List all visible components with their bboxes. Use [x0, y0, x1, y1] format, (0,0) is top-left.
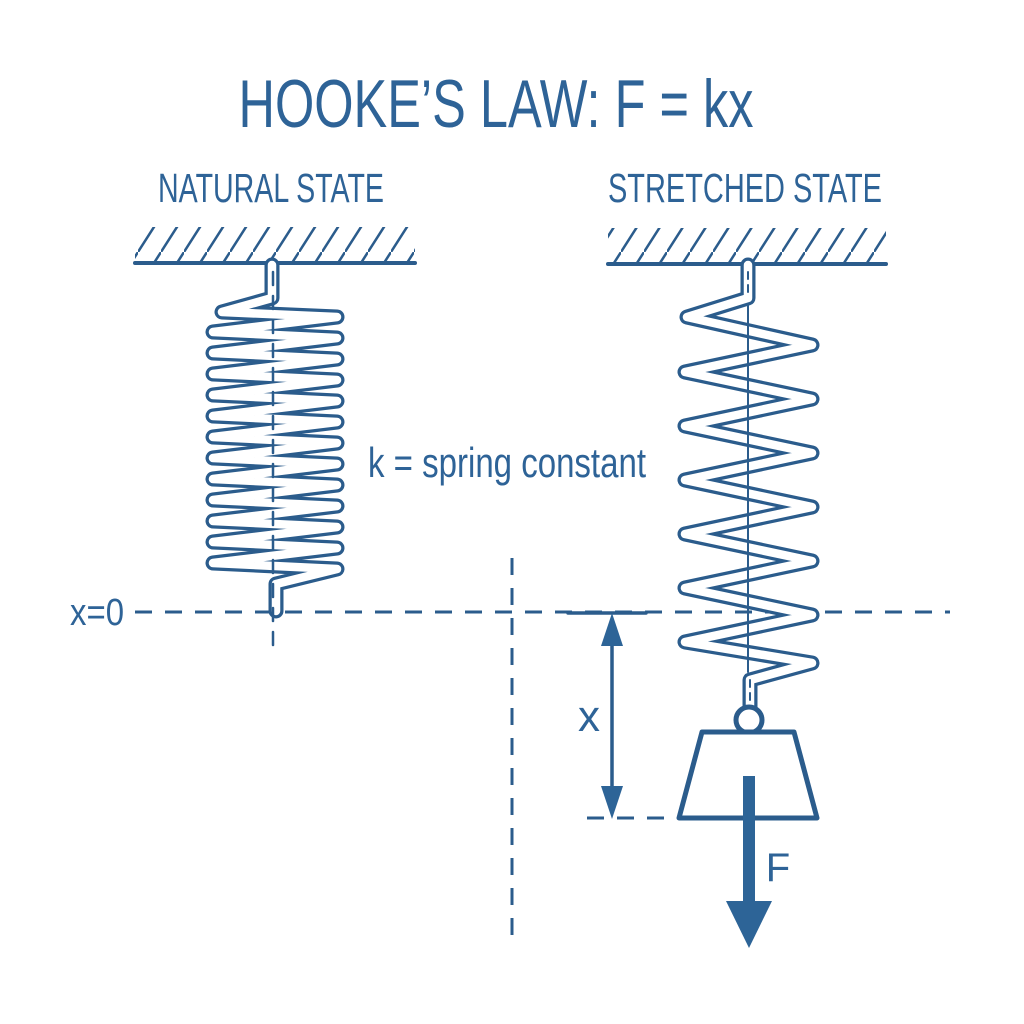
force-label: F	[766, 846, 790, 890]
spring-constant-label: k = spring constant	[368, 439, 646, 486]
hook-ring	[733, 704, 765, 736]
displacement-label: x	[578, 692, 600, 741]
weight-mass	[676, 729, 820, 821]
diagram-title: HOOKE’S LAW: F = kx	[239, 66, 754, 142]
ceiling-left	[133, 227, 417, 265]
spring-natural	[213, 265, 337, 658]
ceiling-left-hatch	[135, 227, 415, 263]
displacement-arrow-head-bottom	[601, 786, 623, 819]
spring-stretched	[685, 265, 812, 707]
stretched-state-label: STRETCHED STATE	[608, 165, 882, 211]
displacement-arrow	[601, 613, 623, 819]
force-arrow-head	[726, 901, 772, 948]
natural-state-label: NATURAL STATE	[158, 165, 384, 211]
displacement-arrow-head-top	[601, 613, 623, 646]
equilibrium-label: x=0	[70, 592, 124, 634]
force-arrow	[726, 776, 772, 948]
